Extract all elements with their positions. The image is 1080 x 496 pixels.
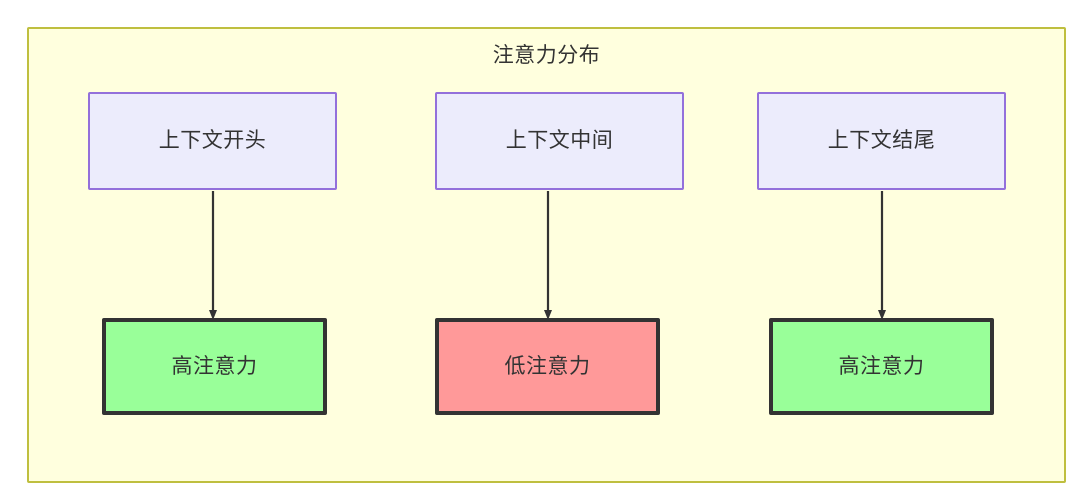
node-attention-end[interactable]: 高注意力 — [769, 318, 994, 415]
node-attention-middle-label: 低注意力 — [504, 354, 591, 378]
node-context-middle[interactable]: 上下文中间 — [435, 92, 684, 190]
node-attention-middle[interactable]: 低注意力 — [435, 318, 660, 415]
node-context-start[interactable]: 上下文开头 — [88, 92, 337, 190]
node-context-end-label: 上下文结尾 — [827, 129, 936, 152]
node-context-middle-label: 上下文中间 — [505, 129, 614, 152]
node-attention-start-label: 高注意力 — [171, 354, 258, 378]
subgraph-title: 注意力分布 — [492, 44, 601, 67]
node-context-start-label: 上下文开头 — [158, 129, 267, 152]
node-attention-end-label: 高注意力 — [838, 354, 925, 378]
node-context-end[interactable]: 上下文结尾 — [757, 92, 1006, 190]
node-attention-start[interactable]: 高注意力 — [102, 318, 327, 415]
